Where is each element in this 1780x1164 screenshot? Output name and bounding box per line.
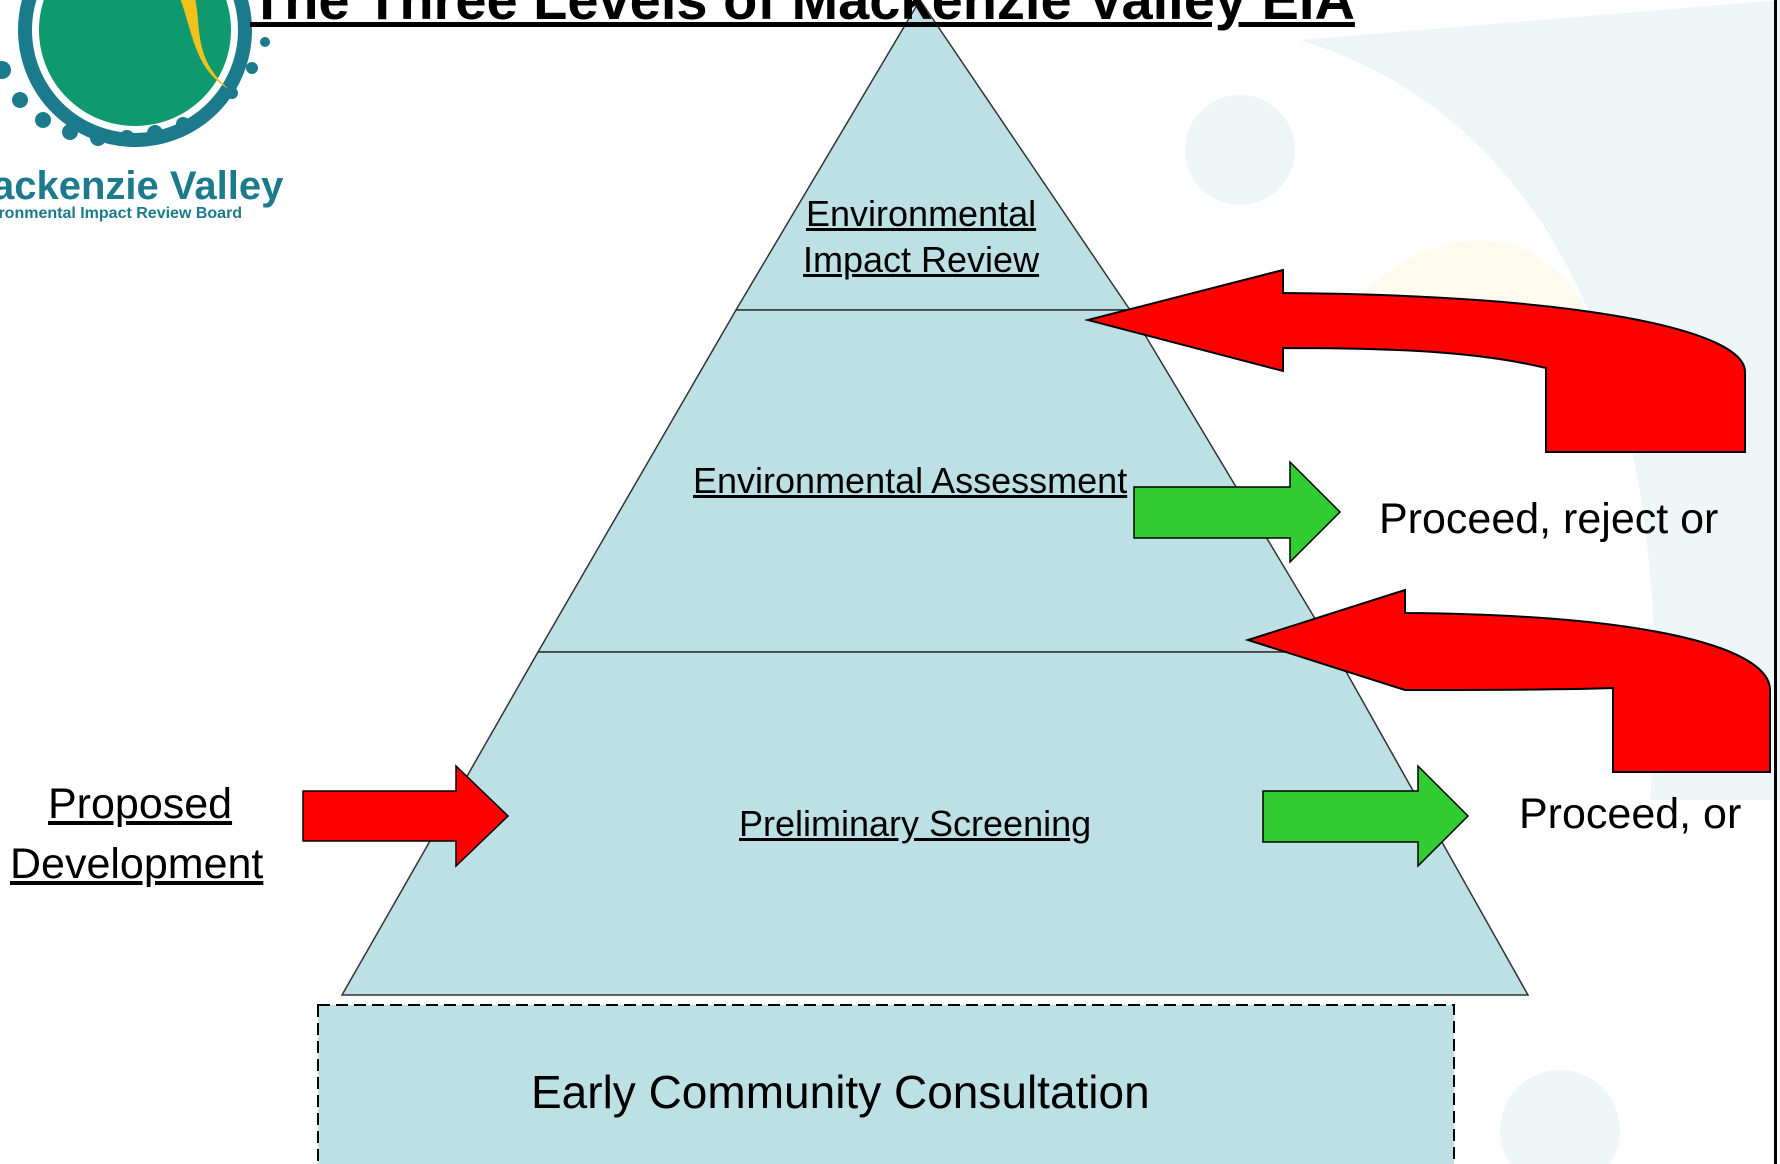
slide-title: The Three Levels of Mackenzie Valley EIA: [250, 0, 1355, 28]
outcome-arrow-assessment: [1133, 460, 1342, 564]
board-logo: [0, 0, 270, 147]
outcome-arrow-screening: [1262, 764, 1470, 868]
input-arrow: [302, 764, 510, 868]
tier-label-eir-line2: Impact Review: [803, 239, 1040, 280]
early-consultation-box: [317, 1004, 1455, 1164]
input-label-line1: Proposed: [48, 780, 233, 828]
tier-preliminary-screening: [340, 651, 1530, 996]
tier-label-assessment: Environmental Assessment: [693, 460, 1128, 501]
input-label-line2: Development: [10, 840, 264, 888]
slide-right-border: [1774, 0, 1777, 1164]
logo-name: ackenzie Valley: [0, 164, 284, 208]
return-arrow-upper: [1084, 268, 1746, 453]
outcome-label-assessment: Proceed, reject or: [1379, 495, 1719, 543]
return-arrow-lower: [1244, 588, 1771, 773]
tier-label-screening: Preliminary Screening: [739, 803, 1092, 844]
base-label: Early Community Consultation: [531, 1066, 1150, 1118]
tier-label-eir-line1: Environmental: [806, 193, 1037, 234]
outcome-label-screening: Proceed, or: [1519, 790, 1742, 838]
logo-subtitle: ironmental Impact Review Board: [0, 205, 243, 222]
